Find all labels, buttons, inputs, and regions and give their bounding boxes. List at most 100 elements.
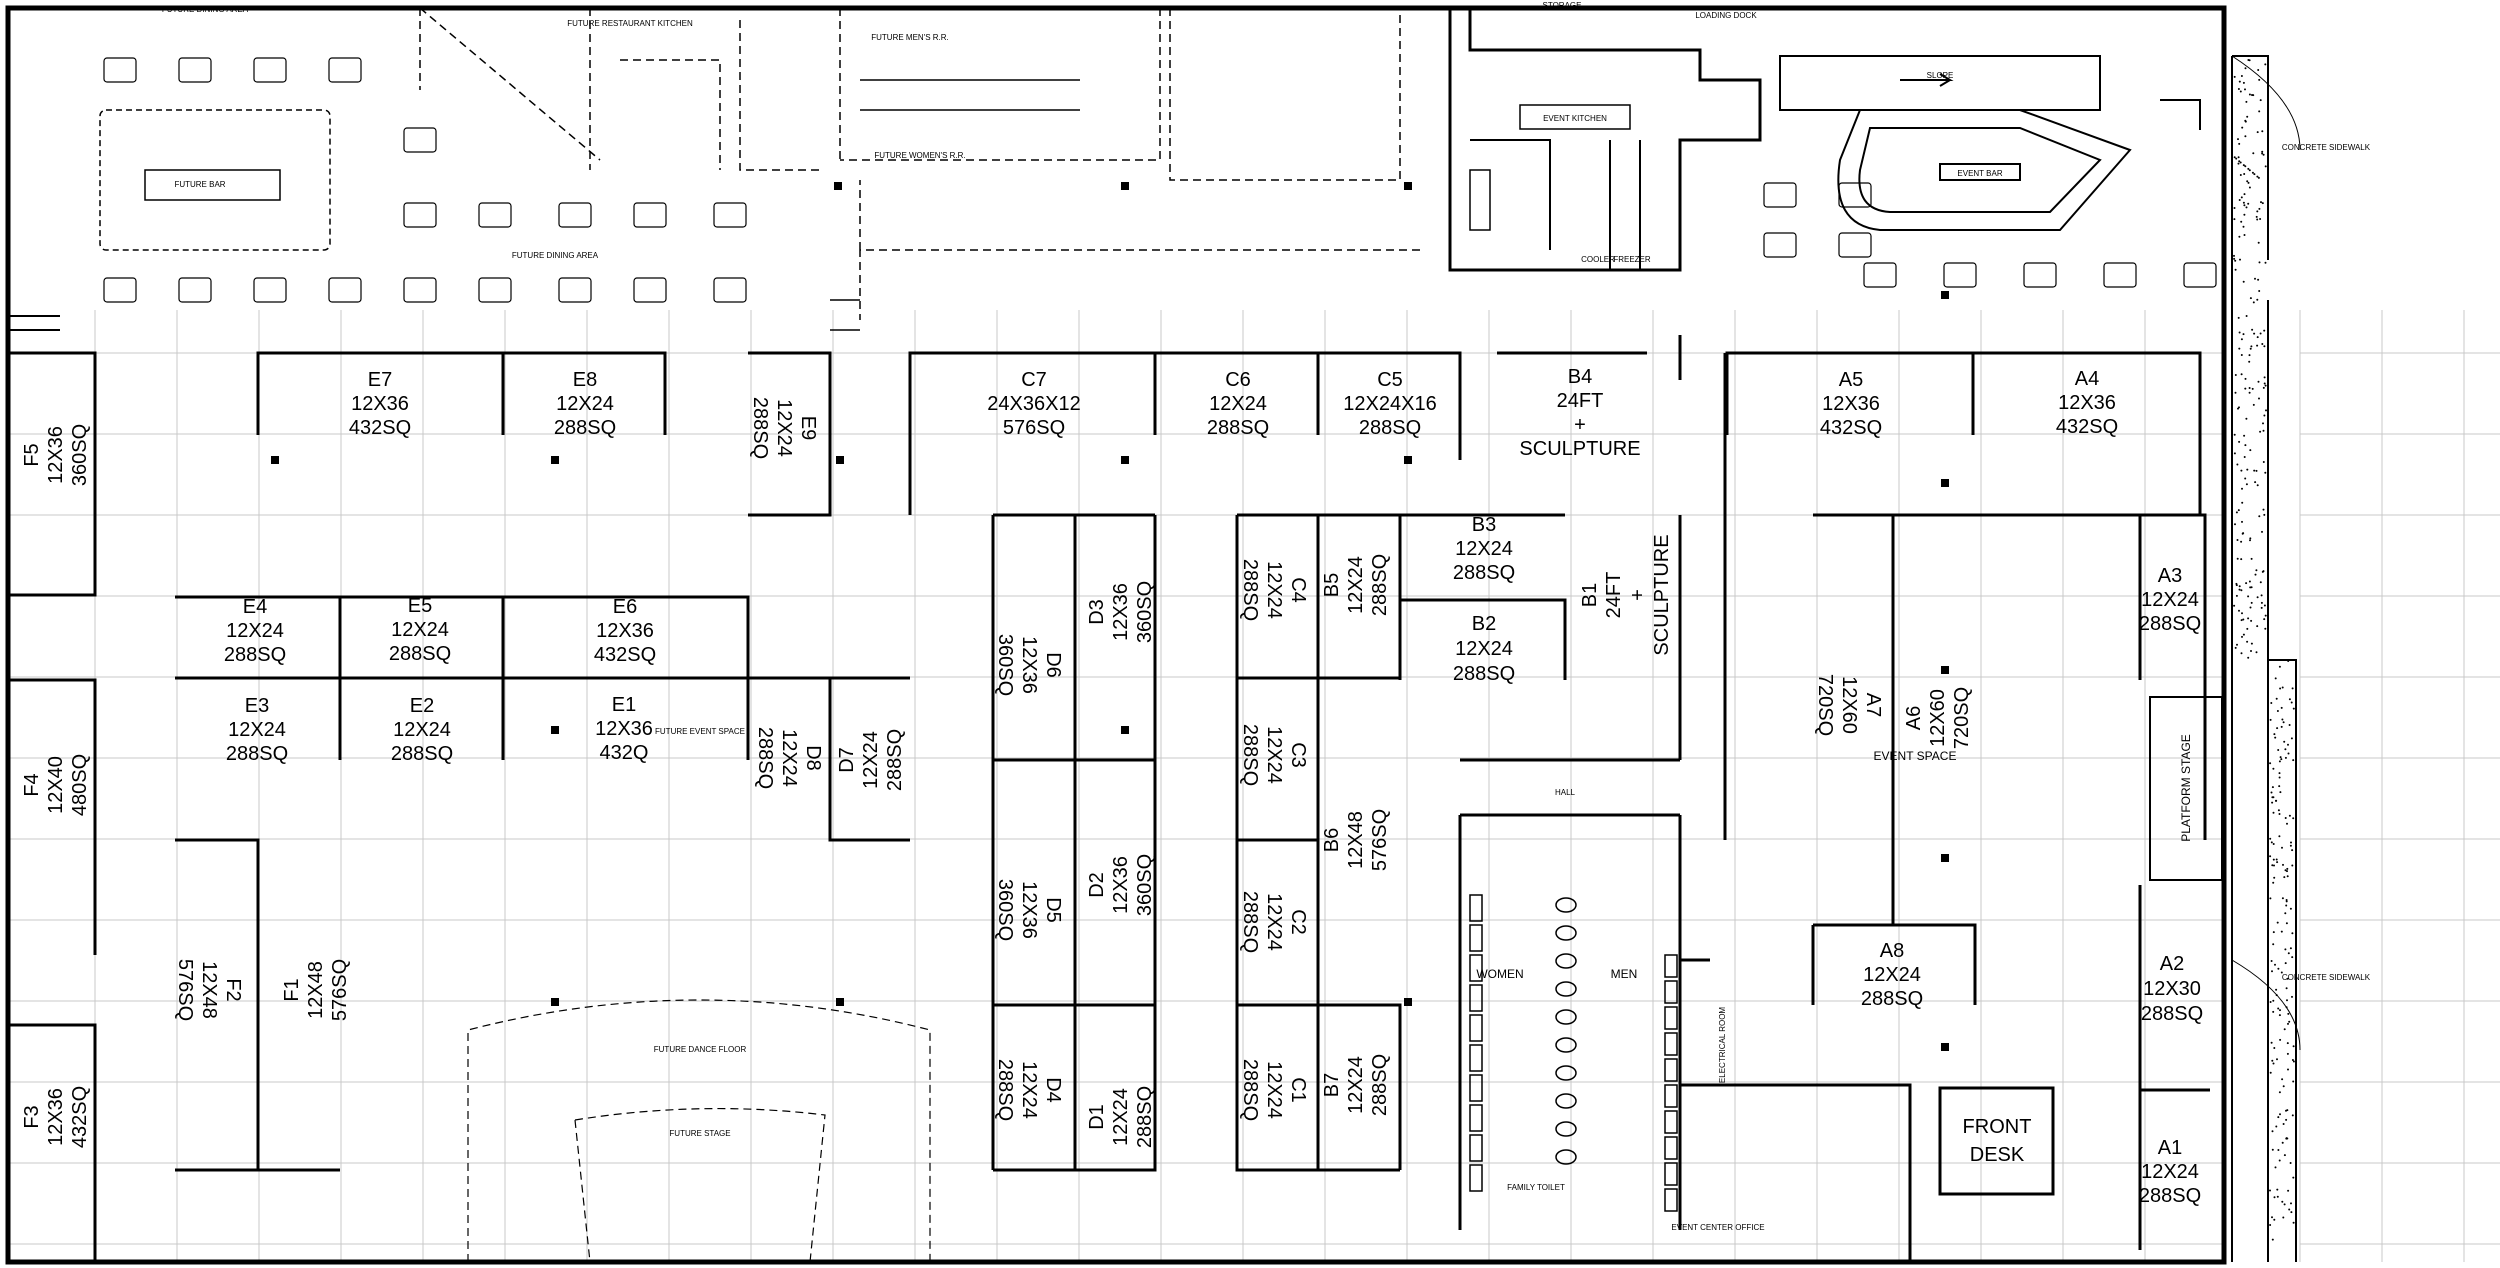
stipple-dot [2234,523,2236,526]
booth-D6-size: 12X36 [1018,636,1040,694]
booth-E3-area: 288SQ [226,743,288,765]
stipple-dot [2237,138,2239,141]
stipple-dot [2269,1189,2271,1192]
stipple-dot [2276,710,2279,712]
stipple-dot [2288,698,2291,701]
stipple-dot [2290,1202,2292,1205]
stipple-dot [2292,1221,2295,1224]
women-label: WOMEN [1476,967,1523,981]
stipple-dot [2280,971,2283,974]
booth-A1-size: 12X24 [2141,1161,2199,1183]
stipple-dot [2240,652,2243,655]
stipple-dot [2275,994,2278,997]
booth-B1-name: B1 [1579,583,1601,607]
booth-A2-area: 288SQ [2141,1003,2203,1025]
stipple-dot [2249,606,2252,609]
stipple-dot [2292,1045,2295,1048]
stipple-dot [2256,336,2259,339]
platform-stage [2149,696,2223,881]
booth-C5-size: 12X24X16 [1343,393,1436,415]
stipple-dot [2262,570,2265,573]
dining-table [478,277,512,303]
stipple-dot [2247,656,2250,659]
stipple-dot [2273,876,2276,879]
booth-A6-name: A6 [1903,706,1925,730]
stipple-dot [2252,403,2255,406]
electrical-room-label: ELECTRICAL ROOM [1718,1007,1727,1083]
future-mens-rr-label: FUTURE MEN'S R.R. [871,33,949,42]
booth-D3-area: 360SQ [1134,581,1156,643]
urinal-stall [1469,924,1483,952]
structural-column [1121,726,1129,734]
booth-B7-area: 288SQ [1369,1054,1391,1116]
dining-table [103,277,137,303]
structural-column [1404,182,1412,190]
stipple-dot [2236,539,2239,541]
booth-C7-size: 24X36X12 [987,393,1080,415]
booth-D5-size: 12X36 [1018,881,1040,939]
urinal-stall [1664,1110,1678,1134]
booth-D2-area: 360SQ [1134,854,1156,916]
booth-B5-name: B5 [1321,573,1343,597]
booth-B2-name: B2 [1472,613,1496,635]
dining-table [1838,232,1872,258]
stipple-dot [2271,1059,2274,1062]
stipple-dot [2270,791,2273,794]
stipple-dot [2287,1012,2290,1015]
stipple-dot [2273,864,2275,867]
dining-table [328,57,362,83]
booth-B1-note: SCULPTURE [1651,534,1673,655]
stipple-dot [2273,1218,2276,1221]
stipple-dot [2261,530,2263,533]
stipple-dot [2243,234,2246,236]
stipple-dot [2291,687,2294,690]
event-kitchen-block [1448,8,1762,272]
stipple-dot [2238,347,2241,350]
booth-E4-area: 288SQ [224,644,286,666]
booth-B7-name: B7 [1321,1073,1343,1097]
stipple-dot [2277,749,2280,751]
dining-table [1763,182,1797,208]
stipple-dot [2244,67,2247,70]
dining-table [1943,262,1977,288]
stipple-dot [2256,344,2259,347]
dining-table [403,127,437,153]
stipple-dot [2264,614,2267,617]
stipple-dot [2290,737,2293,740]
stipple-dot [2245,417,2248,420]
dining-table [1863,262,1897,288]
booth-F2-area: 576SQ [174,959,196,1021]
loading-dock-label: LOADING DOCK [1695,11,1757,20]
stipple-dot [2269,1224,2272,1226]
stipple-dot [2237,509,2240,512]
stipple-dot [2256,484,2259,487]
stipple-dot [2248,580,2251,583]
stipple-dot [2278,760,2281,763]
building-walls [5,5,2227,1265]
stipple-dot [2233,604,2236,607]
stipple-dot [2244,165,2247,168]
booth-B2-area: 288SQ [1453,663,1515,685]
stipple-dot [2269,1001,2272,1003]
booth-E2-size: 12X24 [393,719,451,741]
stipple-dot [2291,1059,2294,1061]
booth-B6-area: 576SQ [1369,809,1391,871]
stipple-dot [2235,511,2238,514]
stipple-dot [2289,907,2292,910]
stipple-dot [2276,727,2279,730]
stipple-dot [2252,301,2255,304]
stipple-dot [2260,601,2263,604]
stipple-dot [2276,1188,2279,1191]
stipple-dot [2262,153,2265,156]
stipple-dot [2241,487,2243,490]
booth-labels: E7 12X36 432SQ E8 12X24 288SQ E4 12X24 2… [224,366,2203,1207]
stipple-dot [2286,870,2288,873]
stipple-dot [2257,241,2260,244]
stipple-dot [2281,718,2284,721]
stipple-dot [2245,100,2248,103]
booth-E8-area: 288SQ [554,417,616,439]
stipple-dot [2271,801,2274,804]
dining-tables [103,57,2217,303]
stipple-dot [2242,333,2245,336]
booth-B6-name: B6 [1321,828,1343,852]
